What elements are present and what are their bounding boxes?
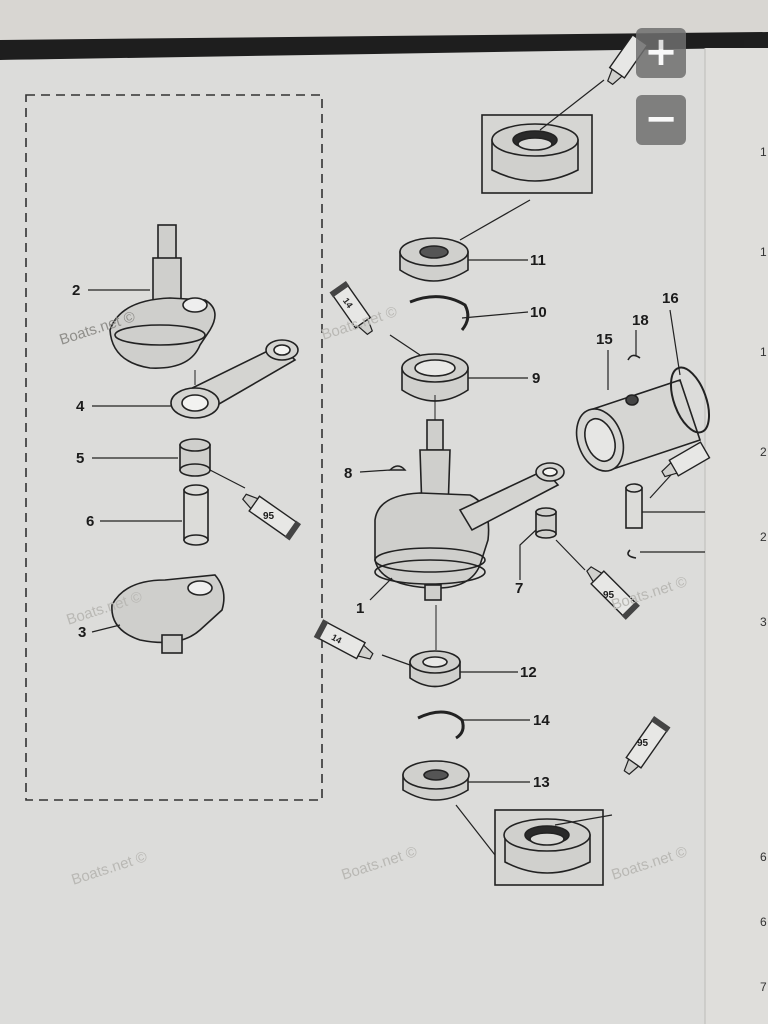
callout-13: 13 — [533, 774, 550, 791]
part-11-oil-seal — [399, 237, 469, 282]
side-digit: 3 — [760, 615, 767, 629]
callout-8: 8 — [344, 465, 353, 482]
side-digit: 2 — [760, 445, 767, 459]
tube-label-95a: 95 — [263, 511, 275, 522]
callout-10: 10 — [530, 304, 547, 321]
part-7-needle-bearing — [535, 507, 557, 539]
lube-tube-14-upper: 14 — [329, 280, 374, 336]
callout-15: 15 — [596, 331, 613, 348]
part-3-crank-half — [111, 574, 225, 654]
part-13-oil-seal — [402, 760, 470, 801]
callout-18: 18 — [632, 312, 649, 329]
piston-pin — [625, 483, 643, 529]
part-6-crank-pin — [183, 484, 209, 546]
callout-1: 1 — [356, 600, 365, 617]
tube-label-14b: 14 — [330, 632, 344, 646]
callout-6: 6 — [86, 513, 95, 530]
tube-label-95b: 95 — [603, 590, 615, 601]
lube-tube-95-mid — [586, 566, 640, 620]
part-9-ball-bearing — [401, 353, 469, 402]
callout-16: 16 — [662, 290, 679, 307]
oil-seal-bottom — [503, 818, 591, 874]
subassembly-dashed-box — [25, 94, 323, 801]
minus-icon: − — [644, 96, 678, 143]
tube-label-14a: 14 — [341, 296, 355, 310]
callout-11: 11 — [530, 252, 546, 269]
zoom-out-button[interactable]: − — [636, 95, 686, 145]
callout-7: 7 — [515, 580, 524, 597]
callout-12: 12 — [520, 664, 537, 681]
tube-label-95c: 95 — [637, 738, 649, 749]
side-digit: 1 — [760, 245, 767, 259]
side-digit: 7 — [760, 980, 767, 994]
part-18-clip — [627, 354, 641, 361]
plus-icon: + — [644, 29, 678, 76]
part-2-crank-half — [109, 224, 216, 369]
callout-5: 5 — [76, 450, 85, 467]
zoom-in-button[interactable]: + — [636, 28, 686, 78]
callout-4: 4 — [76, 398, 85, 415]
part-4-connecting-rod — [170, 339, 299, 419]
part-10-circlip — [409, 295, 470, 331]
lower-clip — [627, 549, 637, 559]
side-digit: 1 — [760, 145, 767, 159]
side-digit: 1 — [760, 345, 767, 359]
callout-9: 9 — [532, 370, 541, 387]
lube-tube-95-left — [242, 493, 302, 541]
lube-tube-right-edge — [661, 441, 711, 478]
lube-tube-14-lower: 14 — [313, 619, 374, 660]
side-digit: 6 — [760, 915, 767, 929]
side-digit: 2 — [760, 530, 767, 544]
callout-3: 3 — [78, 624, 87, 641]
part-8-woodruff-key — [388, 465, 407, 471]
part-12-ball-bearing — [409, 650, 461, 688]
callout-14: 14 — [533, 712, 550, 729]
lube-tube-95-bottom — [623, 715, 671, 775]
part-5-needle-bearing — [179, 438, 211, 477]
oil-seal-top — [491, 123, 579, 182]
callout-2: 2 — [72, 282, 81, 299]
side-digit: 6 — [760, 850, 767, 864]
part-1-crankshaft-assembly — [374, 419, 565, 601]
part-15-piston — [575, 378, 702, 472]
